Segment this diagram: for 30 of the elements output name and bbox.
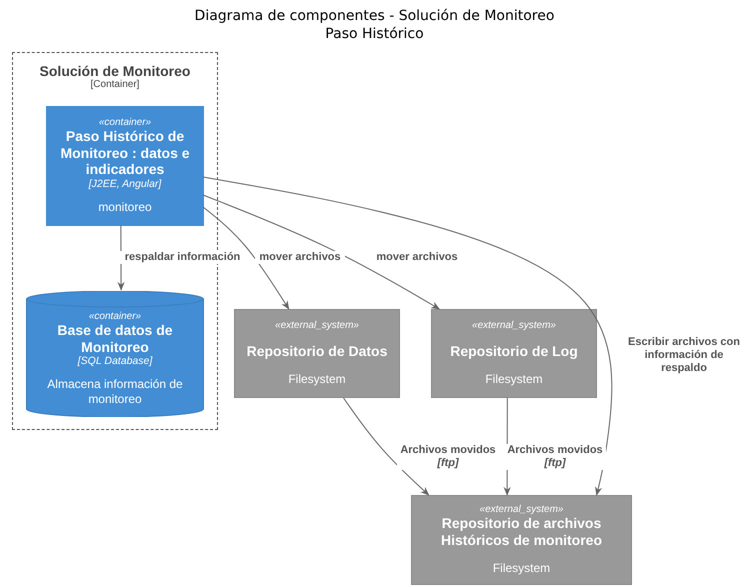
component-description: monitoreo (98, 200, 152, 216)
component-name: Repositorio de Datos (246, 343, 388, 360)
boundary-title: Solución de Monitoreo (40, 63, 190, 79)
stereotype-label: «external_system» (275, 320, 359, 332)
component-name: Repositorio de archivos Históricos de monitoreo (440, 515, 604, 549)
container-box (46, 106, 204, 226)
stereotype-label: «external_system» (472, 320, 556, 332)
arrow (343, 398, 430, 496)
diagram-title: Diagrama de componentes - Solución de Monitoreo Paso Histórico (194, 8, 556, 43)
external-system-box (431, 309, 597, 398)
component-description: Filesystem (288, 372, 346, 387)
component-description: Almacena información de monitoreo (46, 377, 184, 408)
external-system-box (234, 309, 400, 398)
stereotype-label: «container» (88, 310, 142, 322)
stereotype-label: «container» (98, 116, 152, 128)
component-name: Base de datos de Monitoreo (56, 322, 174, 356)
external-system-box (411, 495, 632, 585)
boundary-type: [Container] (90, 79, 140, 90)
arrow (202, 176, 612, 496)
component-name: Repositorio de Log (450, 343, 578, 360)
technology-label: [J2EE, Angular] (88, 178, 162, 190)
technology-label: [SQL Database] (78, 355, 152, 368)
edge-label: mover archivos (255, 251, 345, 264)
stereotype-label: «external_system» (480, 504, 564, 516)
arrow (202, 206, 290, 310)
component-name: Paso Histórico de Monitoreo : datos e indicadores (59, 128, 191, 178)
arrow (202, 194, 440, 310)
edge-label: Archivos movidos [ftp] (504, 444, 606, 470)
component-description: Filesystem (492, 560, 550, 576)
component-description: Filesystem (485, 372, 543, 387)
